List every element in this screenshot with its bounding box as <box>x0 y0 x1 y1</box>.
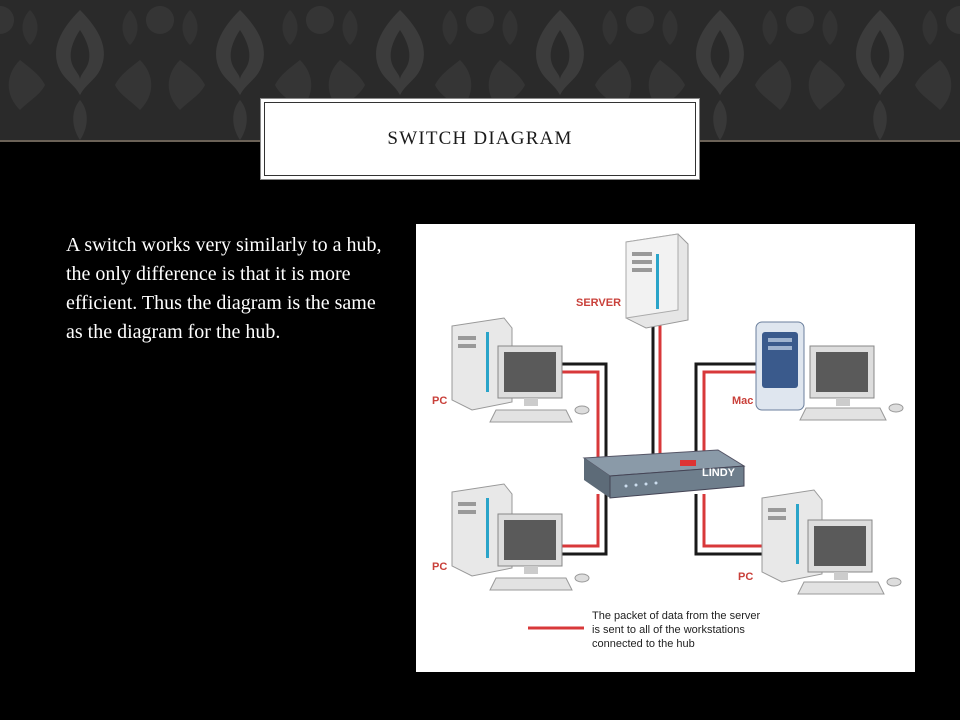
mac-label: Mac <box>732 395 753 407</box>
cable-server-switch <box>651 324 662 464</box>
legend-text-line2: is sent to all of the workstations <box>592 624 745 636</box>
slide-title: Switch Diagram <box>387 128 573 149</box>
title-box-inner-border: Switch Diagram <box>264 102 696 176</box>
pc-top-left-label: PC <box>432 395 447 407</box>
switch-brand-label: LINDY <box>702 467 736 479</box>
server-label: SERVER <box>576 297 621 309</box>
pc-bottom-right <box>761 489 902 595</box>
mac-computer <box>755 321 904 421</box>
server-computer <box>625 233 689 329</box>
damask-banner <box>0 0 960 142</box>
pc-bottom-right-label: PC <box>738 571 753 583</box>
cable-mac-switch <box>694 362 756 464</box>
network-switch: LINDY <box>582 449 746 499</box>
network-diagram: SERVER PC Mac <box>416 224 915 672</box>
pc-bottom-left <box>451 483 590 591</box>
title-box: Switch Diagram <box>260 98 700 180</box>
cable-pc-bottom-right-switch <box>694 494 766 556</box>
pc-bottom-left-label: PC <box>432 561 447 573</box>
legend-text-line3: connected to the hub <box>592 638 695 650</box>
pc-top-left <box>451 317 590 423</box>
slide-body-text: A switch works very similarly to a hub, … <box>66 234 382 343</box>
network-diagram-svg: SERVER PC Mac <box>432 233 904 650</box>
legend-text-line1: The packet of data from the server <box>592 610 760 622</box>
